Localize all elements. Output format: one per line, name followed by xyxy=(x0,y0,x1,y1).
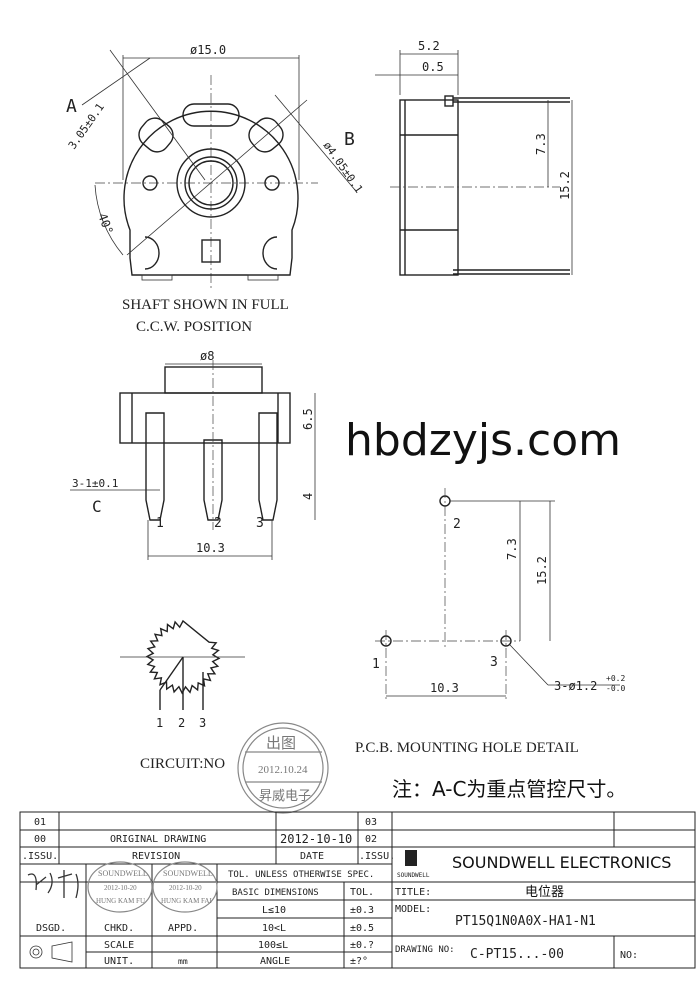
no-label: NO: xyxy=(620,950,638,961)
top-view: ø8 6.5 4 3-1±0.1 C 1 2 3 10.3 xyxy=(70,349,316,560)
check-stamp: SOUNDWELL 2012-10-20 HUNG KAM FU xyxy=(87,861,153,913)
svg-text:2012.10.24: 2012.10.24 xyxy=(258,764,308,776)
label-a: A xyxy=(66,96,77,117)
logo-mark xyxy=(201,239,221,263)
circuit-pin-2: 2 xyxy=(178,716,185,730)
tol-value-3: ±0.? xyxy=(350,940,374,951)
svg-text:2012-10-20: 2012-10-20 xyxy=(169,884,202,892)
title-block: 01 03 00 ORIGINAL DRAWING 2012-10-10 02 … xyxy=(19,811,696,969)
note-shaft-line2: C.C.W. POSITION xyxy=(136,319,252,335)
pcb-hole-detail: 2 1 3 7.3 15.2 10.3 3-ø1.2 +0.2 -0.0 P.C… xyxy=(355,488,625,756)
dim-pin-len: 4 xyxy=(301,493,315,500)
hdr-date: DATE xyxy=(300,851,324,862)
tol-value-2: ±0.5 xyxy=(350,923,374,934)
title-value: 电位器 xyxy=(525,885,564,900)
chkd-label: CHKD. xyxy=(104,923,134,934)
pcb-pin-2: 2 xyxy=(453,517,461,532)
tol-range-3: 100≤L xyxy=(258,940,288,951)
pin-label-3: 3 xyxy=(256,516,264,531)
rev-issue-01: 01 xyxy=(34,817,46,828)
pin-label-2: 2 xyxy=(214,516,222,531)
unit-value: mm xyxy=(178,957,188,966)
svg-text:出图: 出图 xyxy=(266,735,296,752)
tol-label: TOL. xyxy=(350,887,374,898)
svg-text:SOUNDWELL: SOUNDWELL xyxy=(397,872,430,879)
signature xyxy=(27,870,79,899)
note-critical-dims: 注：A-C为重点管控尺寸。 xyxy=(392,777,626,801)
tol-range-2: 10<L xyxy=(262,923,286,934)
pcb-title: P.C.B. MOUNTING HOLE DETAIL xyxy=(355,740,579,756)
svg-text:2012-10-20: 2012-10-20 xyxy=(104,884,137,892)
front-view: ø15.0 A 3.05±0.1 B ø4.05±0.1 40° SHAFT S… xyxy=(66,43,366,335)
drawing-no-value: C-PT15...-00 xyxy=(470,947,564,962)
pcb-pin-3: 3 xyxy=(490,655,498,670)
release-stamp: 出图 2012.10.24 昇威电子 xyxy=(237,722,329,814)
company-name: SOUNDWELL ELECTRONICS xyxy=(452,853,671,872)
dim-b: ø4.05±0.1 xyxy=(321,139,366,195)
approve-stamp: SOUNDWELL 2012-10-20 HUNG KAM FAI xyxy=(152,861,218,913)
label-c: C xyxy=(92,497,102,516)
pcb-hole-tol-plus: +0.2 xyxy=(606,674,625,683)
svg-text:SOUNDWELL: SOUNDWELL xyxy=(163,869,213,878)
tol-range-1: L≤10 xyxy=(262,905,286,916)
company-logo: SOUNDWELL xyxy=(397,850,430,879)
dsgd-label: DSGD. xyxy=(36,923,66,934)
model-value: PT15Q1N0A0X-HA1-N1 xyxy=(455,914,596,929)
rev-issue-00: 00 xyxy=(34,834,46,845)
hdr-revision: REVISION xyxy=(132,851,180,862)
svg-text:HUNG KAM FAI: HUNG KAM FAI xyxy=(161,897,212,905)
side-view: 5.2 0.5 7.3 15.2 xyxy=(375,39,573,276)
dim-front-width: ø15.0 xyxy=(190,43,226,57)
note-shaft-line1: SHAFT SHOWN IN FULL xyxy=(122,297,289,313)
label-b: B xyxy=(344,129,355,150)
dim-body: 6.5 xyxy=(301,408,315,430)
rev-issue2-02: 02 xyxy=(365,834,377,845)
dim-angle: 40° xyxy=(95,211,116,236)
circuit-pin-3: 3 xyxy=(199,716,206,730)
dim-side-height: 15.2 xyxy=(558,171,572,200)
rev-description: ORIGINAL DRAWING xyxy=(110,834,206,845)
dim-side-half: 7.3 xyxy=(534,133,548,155)
basic-dims: BASIC DIMENSIONS xyxy=(232,888,319,898)
pcb-hole-tol-minus: -0.0 xyxy=(606,684,625,693)
scale-label: SCALE xyxy=(104,940,134,951)
potentiometer-symbol xyxy=(145,619,221,695)
circuit-label: CIRCUIT:NO xyxy=(140,756,225,772)
dim-side-pin: 0.5 xyxy=(422,60,444,74)
hdr-issue: .ISSU. xyxy=(22,851,58,862)
dim-pitch: 10.3 xyxy=(196,541,225,555)
tol-header: TOL. UNLESS OTHERWISE SPEC. xyxy=(228,870,374,880)
projection-symbol xyxy=(29,941,73,963)
dim-side-depth: 5.2 xyxy=(418,39,440,53)
pcb-dim-height: 15.2 xyxy=(535,556,549,585)
title-label: TITLE: xyxy=(395,887,431,898)
rev-date: 2012-10-10 xyxy=(280,832,352,846)
svg-text:昇威电子: 昇威电子 xyxy=(259,788,311,803)
model-label: MODEL: xyxy=(395,904,431,915)
pcb-pin-1: 1 xyxy=(372,657,380,672)
tol-value-4: ±?° xyxy=(350,956,368,967)
appd-label: APPD. xyxy=(168,923,198,934)
pcb-dim-vertical: 7.3 xyxy=(505,538,519,560)
tol-range-4: ANGLE xyxy=(260,956,290,967)
pcb-hole-spec: 3-ø1.2 xyxy=(554,679,597,693)
hdr-issue2: .ISSU. xyxy=(359,851,395,862)
circuit-pin-1: 1 xyxy=(156,716,163,730)
circuit-diagram: 1 2 3 CIRCUIT:NO xyxy=(120,619,245,772)
svg-text:SOUNDWELL: SOUNDWELL xyxy=(98,869,148,878)
dim-pin-width: 3-1±0.1 xyxy=(72,477,118,490)
rev-issue2-03: 03 xyxy=(365,817,377,828)
tol-value-1: ±0.3 xyxy=(350,905,374,916)
drawing-no-label: DRAWING NO: xyxy=(395,945,455,955)
unit-label: UNIT. xyxy=(104,956,134,967)
dim-shaft: ø8 xyxy=(200,349,214,363)
pcb-dim-pitch: 10.3 xyxy=(430,681,459,695)
svg-text:HUNG KAM FU: HUNG KAM FU xyxy=(96,897,145,905)
pin-label-1: 1 xyxy=(156,516,164,531)
watermark: hbdzyjs.com xyxy=(345,415,621,466)
